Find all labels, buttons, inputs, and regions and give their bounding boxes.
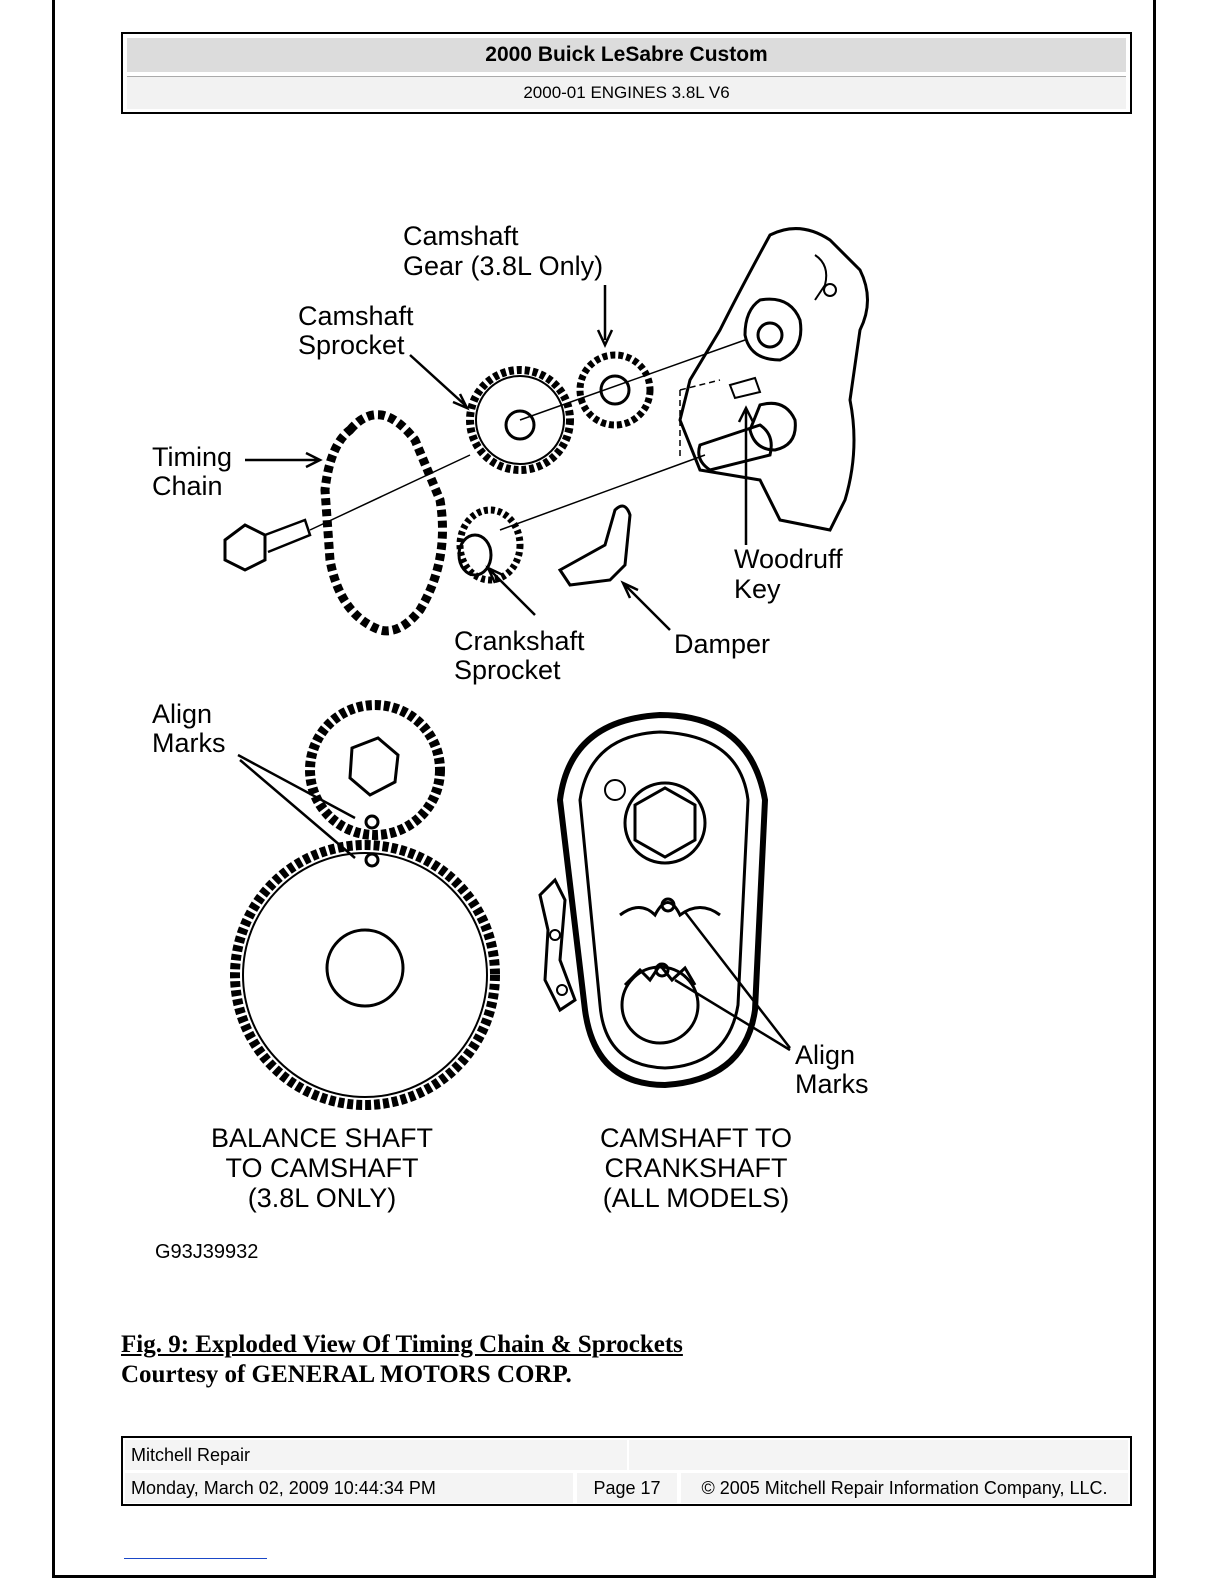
- label-damper: Damper: [674, 629, 770, 659]
- label-camshaft-gear-2: Gear (3.8L Only): [403, 251, 603, 281]
- footer-page: Page 17: [577, 1473, 677, 1503]
- label-cam-crank-2: CRANKSHAFT: [604, 1153, 787, 1183]
- footer-blank: [629, 1440, 1128, 1470]
- bolt: [223, 523, 267, 572]
- label-cam-crank-1: CAMSHAFT TO: [600, 1123, 792, 1153]
- camshaft-gear-top: [305, 700, 445, 840]
- caption-title: Fig. 9: Exploded View Of Timing Chain & …: [121, 1331, 683, 1358]
- label-timing-chain-2: Chain: [152, 471, 223, 501]
- document-header: 2000 Buick LeSabre Custom 2000-01 ENGINE…: [121, 32, 1132, 114]
- figure-caption: Fig. 9: Exploded View Of Timing Chain & …: [121, 1330, 683, 1390]
- crankshaft-sprocket: [456, 506, 524, 584]
- vehicle-title: 2000 Buick LeSabre Custom: [127, 38, 1126, 72]
- label-crankshaft-sprocket-2: Sprocket: [454, 655, 561, 685]
- balance-shaft-gear: [230, 840, 500, 1110]
- camshaft-gear: [576, 351, 654, 429]
- engine-block-outline: [678, 227, 869, 532]
- label-balance-1: BALANCE SHAFT: [211, 1123, 433, 1153]
- label-camshaft-sprocket-1: Camshaft: [298, 301, 414, 331]
- align-mark-balance: [364, 852, 380, 868]
- footer-link-line: [124, 1558, 267, 1559]
- camshaft-sprocket: [466, 366, 574, 474]
- align-mark-camshaft-top: [364, 814, 380, 830]
- footer-company: Mitchell Repair: [125, 1440, 627, 1470]
- align-mark-camshaft: [660, 897, 676, 913]
- timing-chain-diagram: Camshaft Gear (3.8L Only) Camshaft Sproc…: [152, 221, 869, 1263]
- label-balance-3: (3.8L ONLY): [248, 1183, 397, 1213]
- label-align-marks-left-2: Marks: [152, 728, 226, 758]
- page-border: [52, 0, 1156, 1578]
- timing-chain: [320, 410, 447, 636]
- label-camshaft-gear-1: Camshaft: [403, 221, 519, 251]
- chain-loop: [556, 711, 769, 1089]
- figure-id: G93J39932: [155, 1241, 258, 1263]
- label-timing-chain-1: Timing: [152, 442, 232, 472]
- label-crankshaft-sprocket-1: Crankshaft: [454, 626, 585, 656]
- label-balance-2: TO CAMSHAFT: [225, 1153, 418, 1183]
- label-cam-crank-3: (ALL MODELS): [603, 1183, 790, 1213]
- label-align-marks-right-2: Marks: [795, 1069, 869, 1099]
- label-camshaft-sprocket-2: Sprocket: [298, 330, 405, 360]
- label-woodruff-key-2: Key: [734, 574, 781, 604]
- footer-copyright: © 2005 Mitchell Repair Information Compa…: [681, 1473, 1128, 1503]
- label-align-marks-right-1: Align: [795, 1040, 855, 1070]
- footer-datetime: Monday, March 02, 2009 10:44:34 PM: [125, 1473, 573, 1503]
- label-align-marks-left-1: Align: [152, 699, 212, 729]
- label-woodruff-key-1: Woodruff: [734, 544, 843, 574]
- document-footer: Mitchell Repair Monday, March 02, 2009 1…: [121, 1436, 1132, 1506]
- caption-courtesy: Courtesy of GENERAL MOTORS CORP.: [121, 1361, 572, 1388]
- align-mark-crankshaft: [654, 962, 670, 978]
- damper-part: [557, 504, 632, 587]
- section-title: 2000-01 ENGINES 3.8L V6: [127, 76, 1126, 109]
